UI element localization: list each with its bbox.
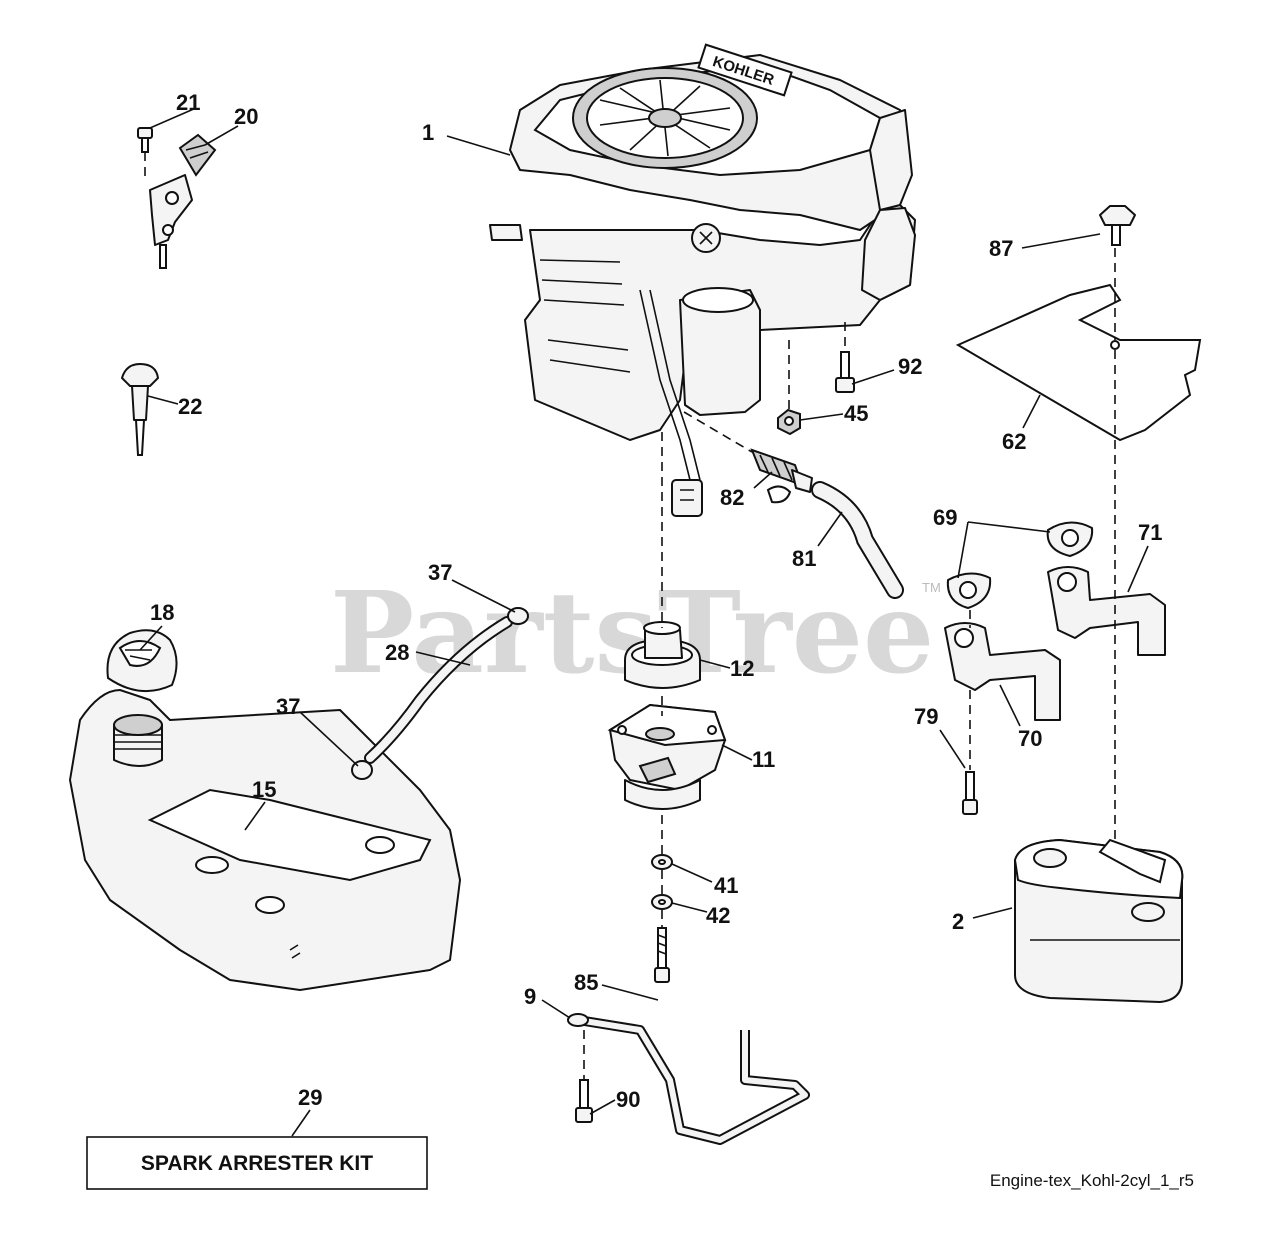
spark-arrester-kit-label: SPARK ARRESTER KIT bbox=[141, 1152, 373, 1175]
callout-labels: 1 2 9 11 12 15 18 20 21 22 28 29 37 37 4… bbox=[150, 90, 1162, 1112]
washer-42[interactable] bbox=[651, 894, 673, 910]
assembly-lines bbox=[144, 152, 1116, 1080]
muffler-2[interactable] bbox=[1013, 838, 1184, 1003]
callout-11: 11 bbox=[752, 747, 775, 772]
callout-1: 1 bbox=[422, 120, 434, 145]
callout-85: 85 bbox=[574, 970, 598, 995]
callout-79: 79 bbox=[914, 704, 938, 729]
bolt-21[interactable] bbox=[137, 127, 153, 153]
watermark-trademark: TM bbox=[922, 580, 941, 595]
callout-62: 62 bbox=[1002, 429, 1026, 454]
callout-92: 92 bbox=[898, 354, 922, 379]
callout-22: 22 bbox=[178, 394, 202, 419]
callout-71: 71 bbox=[1138, 520, 1162, 545]
fuel-cap[interactable] bbox=[106, 629, 178, 693]
pto-clutch-11[interactable] bbox=[607, 703, 727, 810]
callout-90: 90 bbox=[616, 1087, 640, 1112]
screw-79[interactable] bbox=[962, 771, 978, 815]
clamp-37-upper[interactable] bbox=[507, 607, 529, 625]
exhaust-pipe-70[interactable] bbox=[944, 622, 1061, 721]
fitting-82[interactable] bbox=[750, 448, 813, 504]
callout-41: 41 bbox=[714, 873, 738, 898]
callout-21: 21 bbox=[176, 90, 200, 115]
nut-45[interactable] bbox=[777, 408, 801, 436]
callout-18: 18 bbox=[150, 600, 174, 625]
heat-shield-62[interactable] bbox=[955, 283, 1202, 442]
callout-87: 87 bbox=[989, 236, 1013, 261]
callout-82: 82 bbox=[720, 485, 744, 510]
exhaust-pipe-71[interactable] bbox=[1047, 566, 1166, 656]
fuel-tank[interactable] bbox=[69, 689, 461, 991]
callout-37-lower: 37 bbox=[276, 694, 300, 719]
callout-37-upper: 37 bbox=[428, 560, 452, 585]
callout-70: 70 bbox=[1018, 726, 1042, 751]
callout-15: 15 bbox=[252, 777, 276, 802]
callout-9: 9 bbox=[524, 984, 536, 1009]
engine[interactable]: KOHLER bbox=[489, 43, 916, 517]
fuel-line[interactable] bbox=[364, 616, 513, 764]
bolt-92[interactable] bbox=[835, 351, 855, 393]
callout-20: 20 bbox=[234, 104, 258, 129]
bolt-90[interactable] bbox=[575, 1079, 593, 1123]
callout-69: 69 bbox=[933, 505, 957, 530]
callout-29: 29 bbox=[298, 1085, 322, 1110]
leader-lines bbox=[139, 107, 1149, 1137]
callout-81: 81 bbox=[792, 546, 816, 571]
bolt-85[interactable] bbox=[654, 927, 670, 983]
cap-87[interactable] bbox=[1099, 205, 1136, 246]
bracket-9[interactable] bbox=[567, 1013, 810, 1145]
gasket-69-a[interactable] bbox=[1046, 521, 1094, 557]
hose-81[interactable] bbox=[811, 481, 904, 599]
pulley-12[interactable] bbox=[624, 621, 701, 689]
callout-12: 12 bbox=[730, 656, 754, 681]
callout-28: 28 bbox=[385, 640, 409, 665]
gasket-69-b[interactable] bbox=[946, 572, 992, 609]
diagram-reference: Engine-tex_Kohl-2cyl_1_r5 bbox=[990, 1171, 1194, 1190]
throttle-control[interactable] bbox=[149, 133, 217, 269]
spark-arrester-kit-box[interactable]: SPARK ARRESTER KIT bbox=[86, 1136, 428, 1190]
callout-2: 2 bbox=[952, 909, 964, 934]
washer-41[interactable] bbox=[651, 854, 673, 870]
knob-22[interactable] bbox=[121, 363, 159, 456]
callout-42: 42 bbox=[706, 903, 730, 928]
callout-45: 45 bbox=[844, 401, 868, 426]
